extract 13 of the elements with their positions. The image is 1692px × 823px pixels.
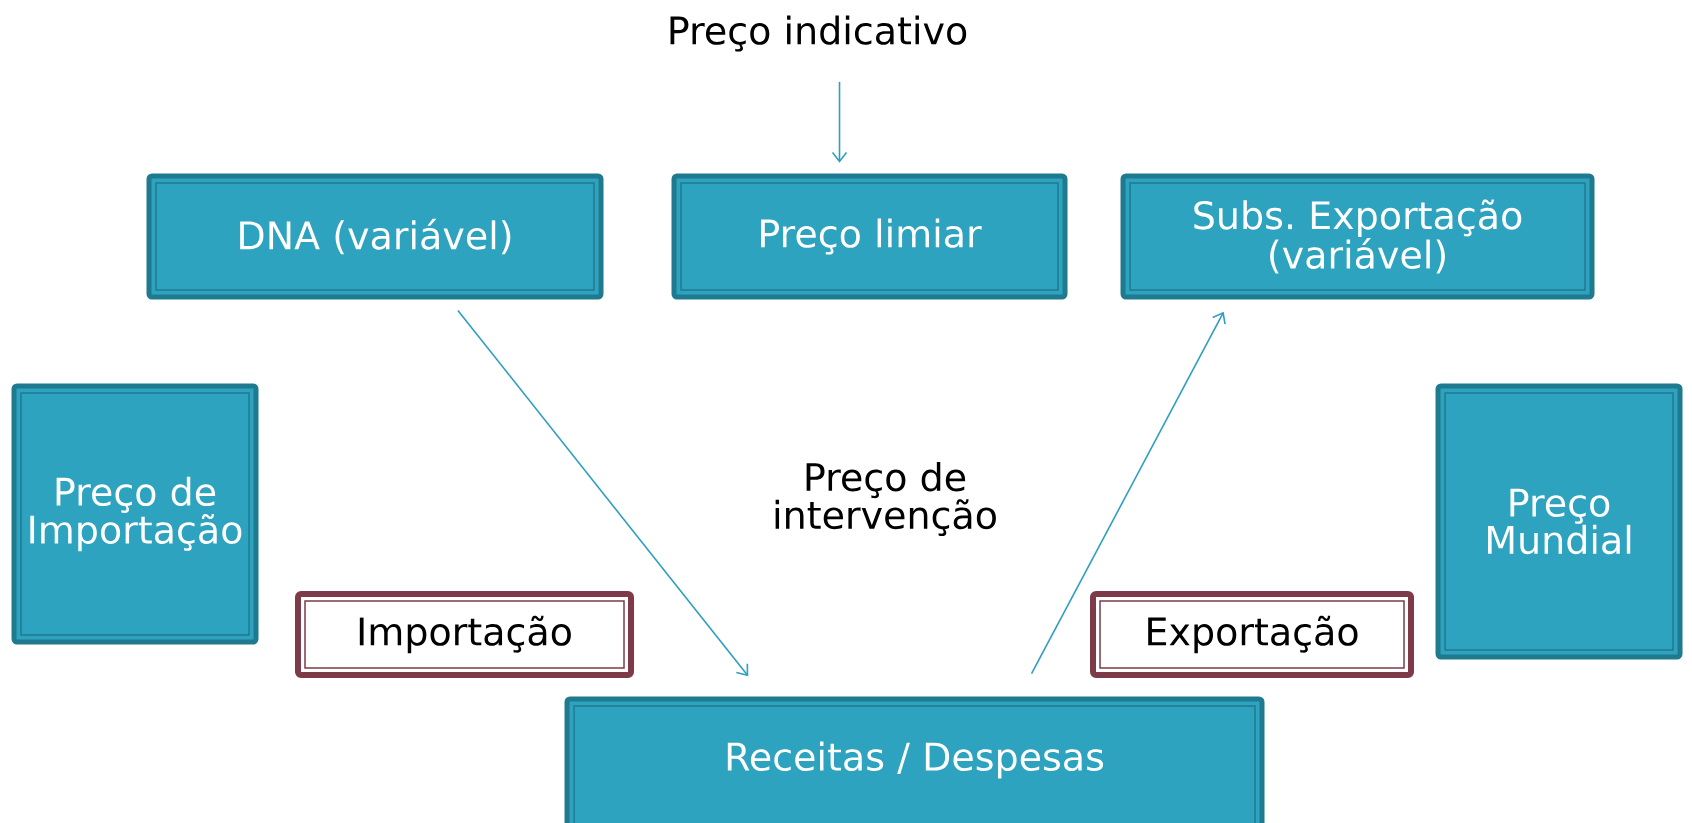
process-box: Preço Mundial (1435, 383, 1683, 660)
arrow (1030, 311, 1226, 675)
arrow (831, 81, 848, 163)
arrow (457, 309, 749, 677)
process-box: Subs. Exportação (variável) (1120, 173, 1595, 300)
process-box: Receitas / Despesas (564, 696, 1265, 823)
flow-box: Exportação (1090, 591, 1414, 678)
process-box: Preço de Importação (11, 383, 259, 645)
text-label: Preço de intervenção (775, 462, 996, 537)
flow-box: Importação (295, 591, 634, 678)
process-box: DNA (variável) (146, 173, 604, 300)
text-label: Preço indicativo (670, 15, 967, 52)
process-box: Preço limiar (671, 173, 1068, 300)
